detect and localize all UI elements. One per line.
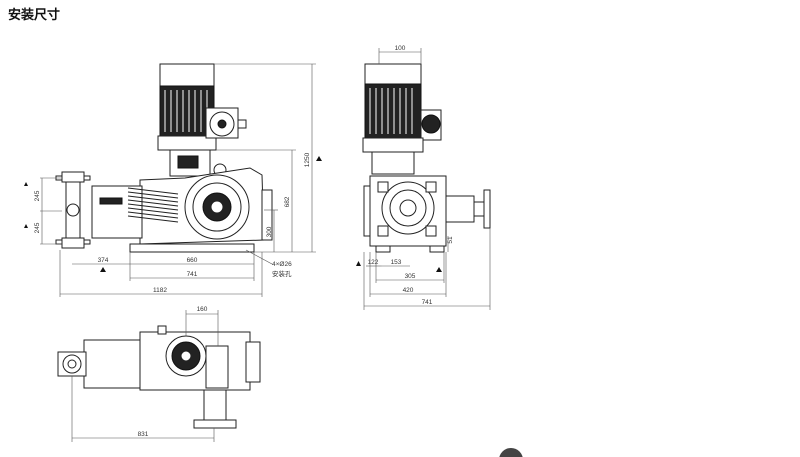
front-view	[55, 63, 273, 253]
dim-682: 682	[284, 196, 291, 207]
dim-153: 153	[391, 259, 402, 266]
dim-160: 160	[197, 306, 208, 313]
dim-420: 420	[403, 287, 414, 294]
dim-660: 660	[187, 257, 198, 264]
dim-122: 122	[368, 259, 379, 266]
dim-741-side: 741	[422, 299, 433, 306]
page-title: 安装尺寸	[8, 7, 61, 22]
front-dimensions: 245 245 374 660 741 1182 1250 682 300	[24, 63, 322, 297]
dim-1182: 1182	[153, 287, 167, 294]
dim-374: 374	[98, 257, 109, 264]
dim-1250: 1250	[304, 152, 311, 167]
dim-245-bottom: 245	[34, 222, 41, 233]
side-dimensions: 100 51 122 153 305 420 741	[356, 45, 491, 310]
dim-51: 51	[447, 236, 454, 244]
dim-305: 305	[405, 273, 416, 280]
partial-badge	[499, 448, 523, 457]
hole-label: 安装孔	[272, 269, 292, 278]
top-dimensions: 160 831	[71, 306, 219, 442]
side-view	[362, 63, 491, 253]
dim-300: 300	[266, 226, 273, 237]
hole-spec: 4×Ø26	[272, 261, 292, 268]
top-view	[57, 325, 261, 429]
dim-741-front: 741	[187, 271, 198, 278]
dim-831: 831	[138, 431, 149, 438]
dim-100: 100	[395, 45, 406, 52]
dim-245-top: 245	[34, 190, 41, 201]
